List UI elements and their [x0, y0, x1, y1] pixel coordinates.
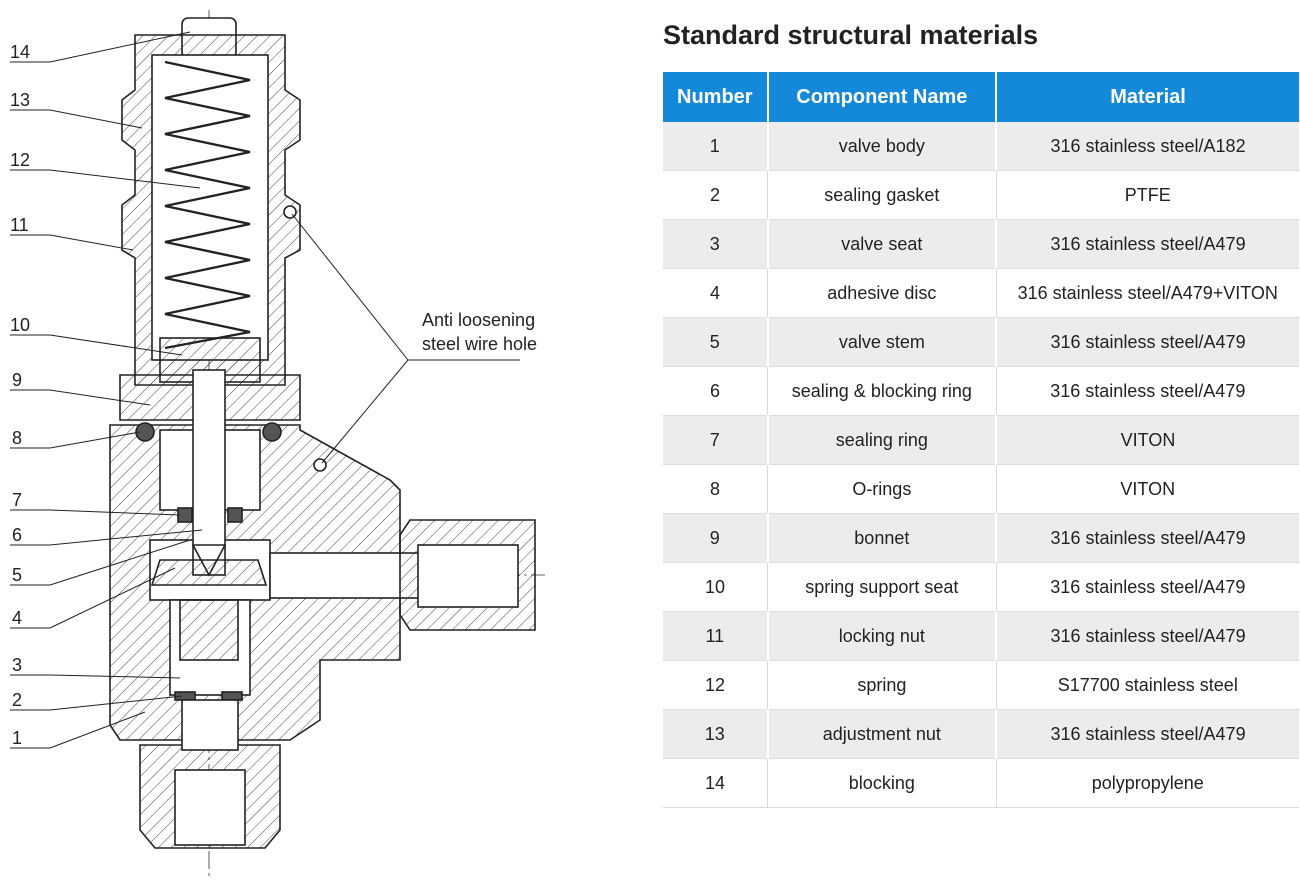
callout-10: 10	[10, 315, 30, 335]
callout-8: 8	[12, 428, 22, 448]
cell-number: 1	[663, 122, 769, 171]
cell-number: 5	[663, 317, 769, 367]
callout-13: 13	[10, 90, 30, 110]
callout-6: 6	[12, 525, 22, 545]
cell-material: 316 stainless steel/A479+VITON	[996, 268, 1299, 318]
callout-7: 7	[12, 490, 22, 510]
callout-3: 3	[12, 655, 22, 675]
cell-component-name: spring support seat	[767, 562, 997, 612]
cell-number: 3	[663, 219, 769, 269]
callout-12: 12	[10, 150, 30, 170]
cell-number: 6	[663, 366, 769, 416]
cell-material: 316 stainless steel/A479	[996, 366, 1299, 416]
cell-number: 12	[663, 660, 769, 710]
cell-material: PTFE	[996, 170, 1299, 220]
cell-material: 316 stainless steel/A479	[996, 317, 1299, 367]
cell-material: 316 stainless steel/A479	[996, 611, 1299, 661]
materials-title: Standard structural materials	[663, 20, 1039, 50]
header-material: Material	[996, 72, 1299, 122]
header-number: Number	[663, 72, 769, 122]
cell-component-name: spring	[767, 660, 997, 710]
cell-number: 9	[663, 513, 769, 563]
callout-11: 11	[10, 215, 29, 235]
table-header-row: Number Component Name Material	[663, 72, 1299, 122]
cell-number: 14	[663, 758, 769, 808]
cell-number: 7	[663, 415, 769, 465]
cell-component-name: adhesive disc	[767, 268, 997, 318]
cell-material: polypropylene	[996, 758, 1299, 808]
cell-material: VITON	[996, 415, 1299, 465]
cell-material: 316 stainless steel/A182	[996, 122, 1299, 171]
cell-component-name: valve stem	[767, 317, 998, 367]
cell-component-name: blocking	[767, 758, 997, 808]
cell-component-name: sealing gasket	[767, 170, 997, 220]
callout-1: 1	[12, 728, 22, 748]
cell-material: 316 stainless steel/A479	[996, 219, 1299, 269]
cell-number: 10	[663, 562, 769, 612]
cell-component-name: adjustment nut	[767, 709, 998, 759]
cell-component-name: valve body	[767, 122, 998, 171]
callout-2: 2	[12, 690, 22, 710]
annotation-line-2: steel wire hole	[422, 334, 537, 354]
cell-material: 316 stainless steel/A479	[996, 513, 1299, 563]
callout-4: 4	[12, 608, 22, 628]
cell-number: 2	[663, 170, 769, 220]
cell-material: 316 stainless steel/A479	[996, 709, 1299, 759]
cell-material: S17700 stainless steel	[996, 660, 1299, 710]
cell-number: 13	[663, 709, 769, 759]
callout-9: 9	[12, 370, 22, 390]
cell-component-name: sealing ring	[767, 415, 998, 465]
cell-material: 316 stainless steel/A479	[996, 562, 1299, 612]
cell-component-name: O-rings	[767, 464, 997, 514]
cell-number: 11	[663, 611, 769, 661]
cell-number: 4	[663, 268, 769, 318]
cell-material: VITON	[996, 464, 1299, 514]
cell-component-name: sealing & blocking ring	[767, 366, 997, 416]
cell-number: 8	[663, 464, 769, 514]
cell-component-name: bonnet	[767, 513, 998, 563]
callout-5: 5	[12, 565, 22, 585]
cell-component-name: locking nut	[767, 611, 998, 661]
cell-component-name: valve seat	[767, 219, 998, 269]
valve-body-section	[109, 17, 536, 849]
header-component-name: Component Name	[767, 72, 998, 122]
annotation-line-1: Anti loosening	[422, 310, 535, 330]
callout-14: 14	[10, 42, 30, 62]
valve-cross-section-drawing: 14 13 12 11 10 9 8 7 6 5 4 3 2 1 Anti lo…	[10, 10, 545, 878]
